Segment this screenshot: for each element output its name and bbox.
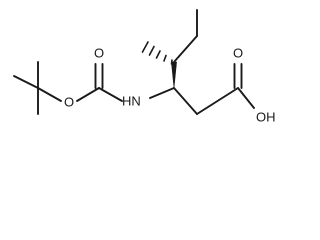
atom-label-acid-carbonyl-oxygen: O — [233, 45, 243, 60]
bond-c4-c5 — [173, 35, 198, 63]
bond-carbonyl-nitrogen — [98, 87, 123, 102]
bond-c3-c4-wedge — [171, 61, 177, 89]
bond-tbu-oxygen — [37, 87, 62, 102]
bond-c1-hydroxyl — [237, 87, 255, 109]
bond-c2-c1 — [196, 87, 239, 115]
bond-tbu-methyl-left — [13, 75, 39, 89]
bond-c3-c2 — [173, 87, 198, 115]
bond-nitrogen-c3 — [149, 87, 175, 99]
atom-label-boc-carbonyl-oxygen: O — [94, 45, 104, 60]
atom-label-hydroxyl: OH — [256, 109, 276, 124]
bond-ester-oxygen-carbonyl — [76, 87, 100, 102]
atom-label-nitrogen: HN — [122, 93, 141, 108]
atom-label-ester-oxygen: O — [64, 94, 74, 109]
bond-c4-methyl-hashed-wedge — [141, 41, 173, 65]
chemical-structure-diagram: O O HN O OH — [13, 9, 276, 124]
